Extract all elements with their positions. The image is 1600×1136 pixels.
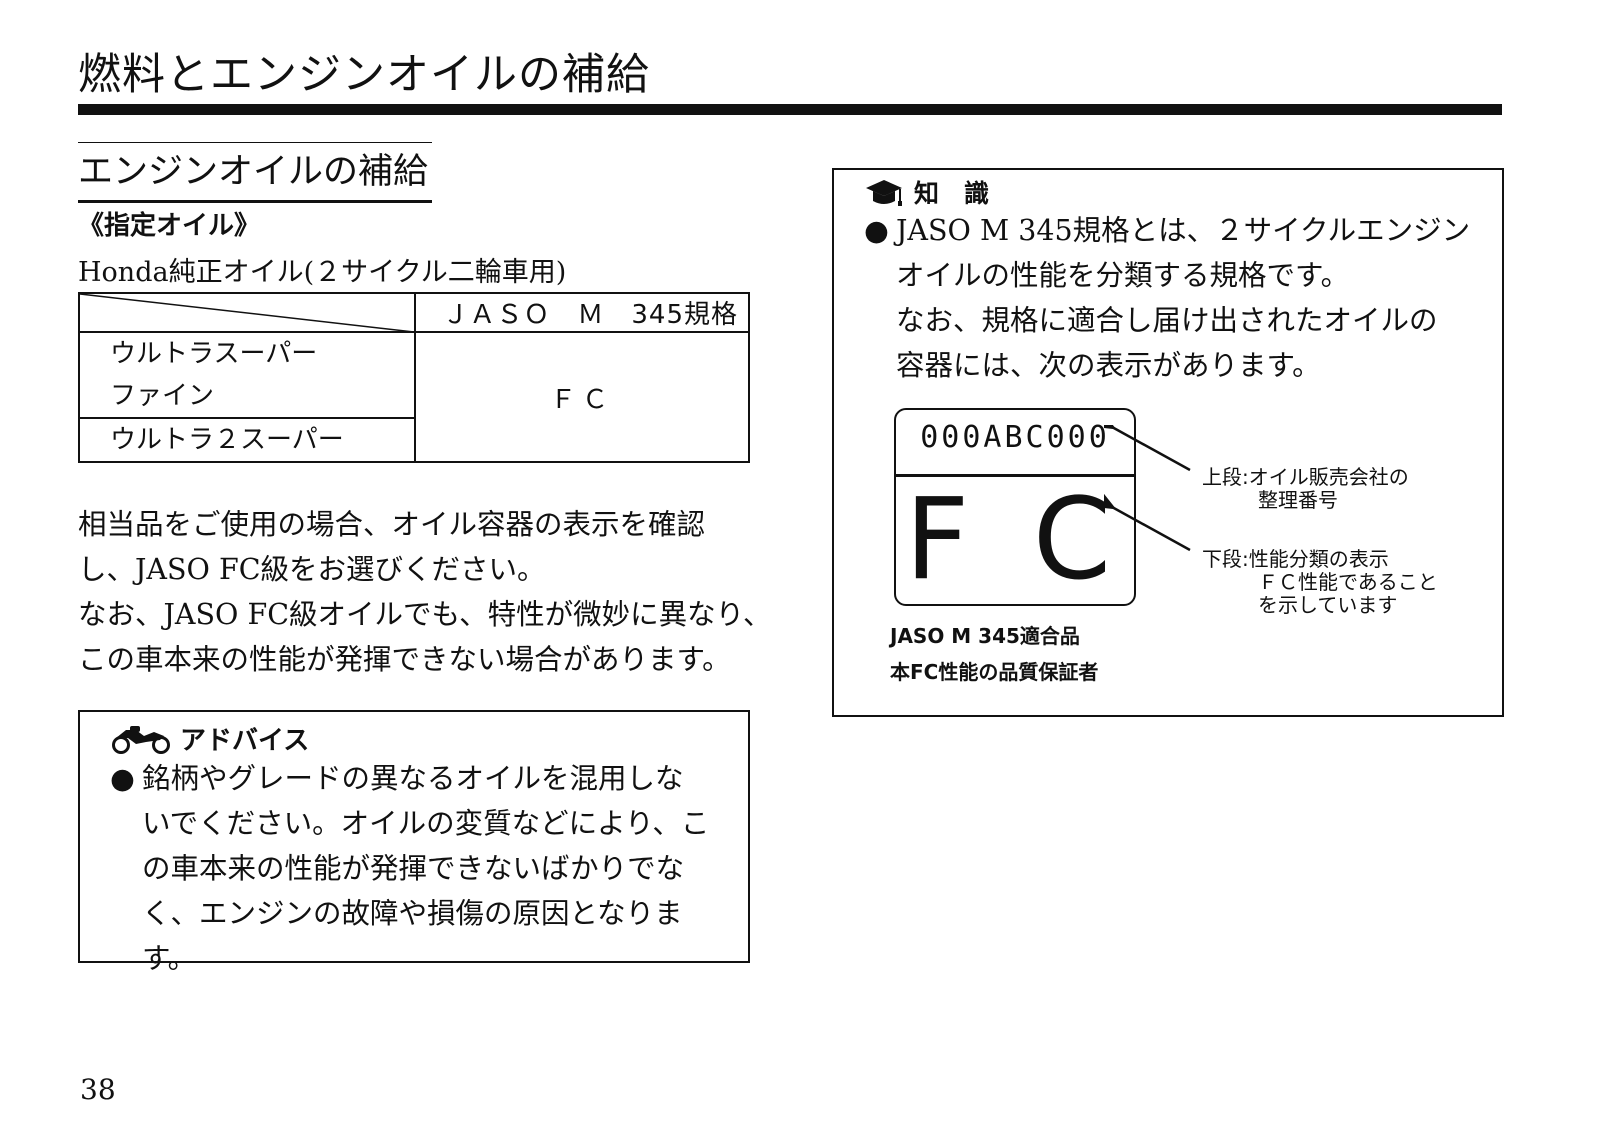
callout-arrow-upper <box>1104 425 1191 472</box>
bullet-icon: ● <box>110 762 135 795</box>
label-certification: JASO M 345適合品 <box>890 624 1080 648</box>
advice-line: く、エンジンの故障や損傷の原因となりま <box>142 897 683 930</box>
callout-line: を示しています <box>1258 593 1398 617</box>
product-name: ウルトラ２スーパー <box>110 425 344 455</box>
section-heading: エンジンオイルの補給 <box>78 142 433 203</box>
paragraph-line: なお、JASO FC級オイルでも、特性が微妙に異なり、 <box>78 598 772 631</box>
product-name: ファイン <box>110 381 215 411</box>
knowledge-box: 知 識 ● JASO M 345規格とは、２サイクルエンジン オイルの性能を分類… <box>832 168 1504 717</box>
title-rule <box>78 104 1502 115</box>
advice-line: す。 <box>142 942 197 975</box>
label-quality-guarantor: 本FC性能の品質保証者 <box>890 660 1099 684</box>
graduation-cap-icon <box>866 180 902 206</box>
motorcycle-icon <box>112 725 170 754</box>
bullet-icon: ● <box>864 214 889 247</box>
paragraph-line: し、JASO FC級をお選びください。 <box>78 553 546 586</box>
paragraph-line: 相当品をご使用の場合、オイル容器の表示を確認 <box>78 508 706 541</box>
callout-line: 上段:オイル販売会社の <box>1202 465 1409 489</box>
specified-oil-label: 《指定オイル》 <box>78 211 261 241</box>
advice-line: 銘柄やグレードの異なるオイルを混用しな <box>142 762 684 795</box>
knowledge-line: 容器には、次の表示があります。 <box>896 349 1321 382</box>
product-name: ウルトラスーパー <box>110 339 318 369</box>
advice-heading: アドバイス <box>110 720 309 757</box>
table-cell-products-group2: ウルトラ２スーパー <box>78 417 416 463</box>
table-cell-products-group1: ウルトラスーパー ファイン <box>78 331 416 419</box>
table-cell-grade: ＦＣ <box>414 331 750 463</box>
diagonal-line <box>80 294 414 332</box>
table-corner-cell <box>78 292 416 333</box>
label-divider <box>896 474 1134 477</box>
page-number: 38 <box>80 1073 116 1106</box>
advice-lines: 銘柄やグレードの異なるオイルを混用しな いでください。オイルの変質などにより、こ… <box>142 756 709 981</box>
knowledge-line: なお、規格に適合し届け出されたオイルの <box>896 304 1438 337</box>
knowledge-lines: JASO M 345規格とは、２サイクルエンジン オイルの性能を分類する規格です… <box>896 208 1470 388</box>
page-title: 燃料とエンジンオイルの補給 <box>78 50 650 100</box>
callout-arrows <box>1104 425 1191 552</box>
callout-arrow-lower <box>1104 483 1191 552</box>
advice-line: いでください。オイルの変質などにより、こ <box>142 807 710 840</box>
table-row: ウルトラ２スーパー <box>78 417 749 463</box>
table-header-standard: ＪＡＳＯ Ｍ 345規格 <box>414 292 750 333</box>
advice-title: アドバイス <box>180 726 310 756</box>
table-row: ウルトラスーパー ファイン ＦＣ <box>78 331 750 463</box>
callout-line: 整理番号 <box>1258 488 1338 512</box>
advice-line: の車本来の性能が発揮できないばかりでな <box>142 852 685 885</box>
knowledge-heading: 知 識 <box>864 174 989 210</box>
knowledge-title: 知 識 <box>914 179 990 208</box>
knowledge-line: JASO M 345規格とは、２サイクルエンジン <box>896 214 1471 247</box>
jaso-label-illustration: 000ABC000 F C <box>894 408 1136 606</box>
label-company-code: 000ABC000 <box>920 420 1110 455</box>
table-header-row: ＪＡＳＯ Ｍ 345規格 <box>78 292 750 333</box>
callout-line: 下段:性能分類の表示 <box>1202 547 1389 571</box>
oil-spec-table: ＪＡＳＯ Ｍ 345規格 ウルトラスーパー ファイン ＦＣ ウルトラ２スーパー <box>78 292 750 463</box>
callout-line: ＦＣ性能であること <box>1258 570 1438 594</box>
knowledge-line: オイルの性能を分類する規格です。 <box>896 259 1350 292</box>
label-grade: F C <box>904 475 1126 605</box>
callout-lower-tier: 下段:性能分類の表示 ＦＣ性能であること を示しています <box>1202 548 1438 617</box>
specified-oil-name: Honda純正オイル(２サイクル二輪車用) <box>78 257 567 288</box>
callout-upper-tier: 上段:オイル販売会社の 整理番号 <box>1202 466 1409 512</box>
advice-box: アドバイス ● 銘柄やグレードの異なるオイルを混用しな いでください。オイルの変… <box>78 710 750 975</box>
equivalent-oil-paragraph: 相当品をご使用の場合、オイル容器の表示を確認 し、JASO FC級をお選びくださ… <box>78 502 772 682</box>
paragraph-line: この車本来の性能が発揮できない場合があります。 <box>78 643 731 676</box>
